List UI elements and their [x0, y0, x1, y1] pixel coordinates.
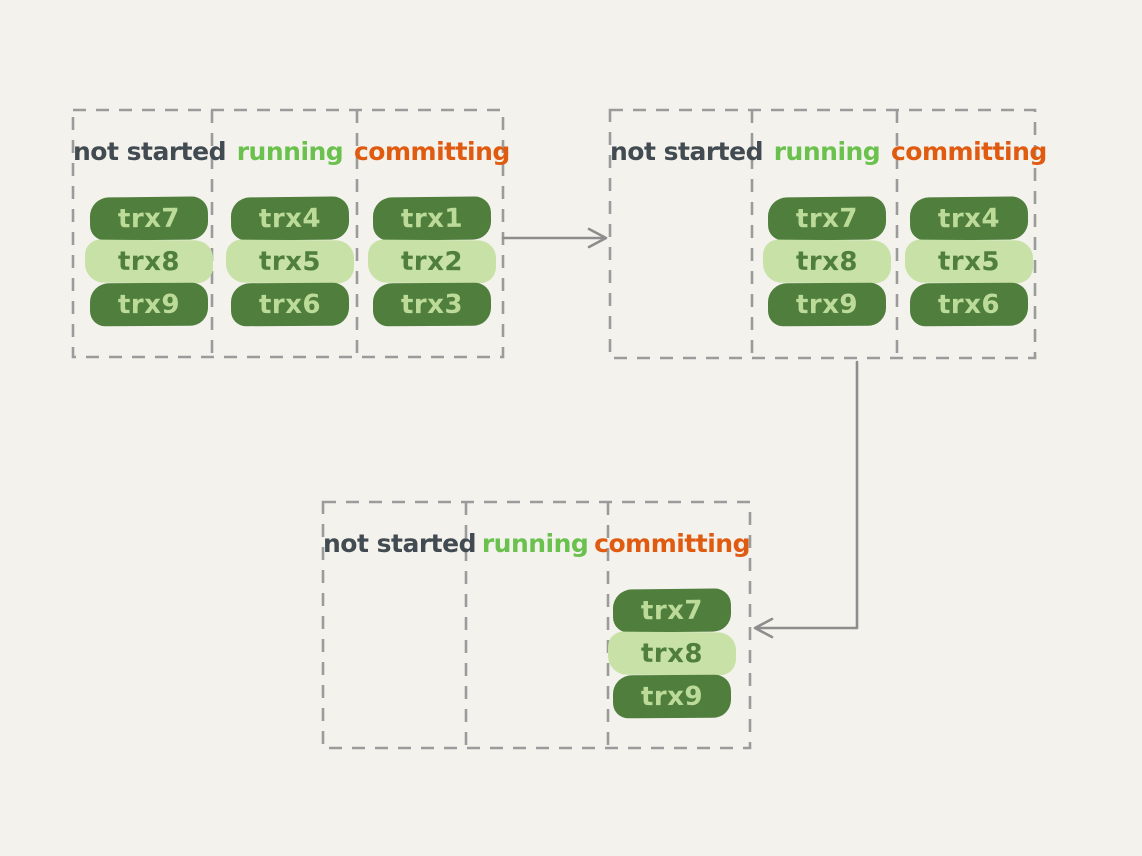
pill-stack: trx7 trx8 trx9	[762, 196, 892, 327]
transaction-pill: trx5	[225, 239, 355, 284]
pill-stack: trx4 trx5 trx6	[225, 196, 355, 327]
panel-1-frame	[71, 108, 505, 359]
column-committing: committing trx4 trx5 trx6	[891, 110, 1047, 358]
transaction-pill: trx7	[767, 196, 887, 241]
state-panel-2: not started running trx7 trx8 trx9 commi…	[610, 110, 1047, 358]
transaction-pill: trx2	[367, 239, 497, 284]
transaction-pill: trx7	[612, 588, 732, 633]
transaction-pill: trx7	[90, 196, 209, 241]
column-label-not-started: not started	[73, 137, 226, 166]
pill-stack: trx1 trx2 trx3	[367, 196, 497, 327]
state-panel-3: not started running committing trx7 trx8…	[323, 502, 750, 748]
column-running: running trx4 trx5 trx6	[225, 110, 355, 357]
transaction-pill: trx9	[767, 282, 887, 327]
transaction-pill: trx3	[372, 282, 491, 327]
state-panel-1: not started trx7 trx8 trx9 running trx4 …	[73, 110, 510, 357]
pill-stack: trx4 trx5 trx6	[904, 196, 1034, 327]
transaction-pill: trx6	[230, 282, 350, 327]
column-label-running: running	[773, 137, 881, 166]
transaction-pill: trx8	[607, 631, 737, 676]
column-label-running: running	[481, 529, 589, 558]
column-running: running	[476, 502, 594, 748]
column-not-started: not started trx7 trx8 trx9	[73, 110, 226, 357]
transaction-pill: trx4	[230, 196, 350, 241]
column-label-committing: committing	[353, 137, 510, 166]
column-not-started: not started	[323, 502, 476, 748]
transaction-pill: trx9	[612, 674, 732, 719]
column-label-not-started: not started	[323, 529, 476, 558]
pill-stack: trx7 trx8 trx9	[85, 196, 214, 327]
column-label-not-started: not started	[610, 137, 763, 166]
arrow-panel2-to-panel3	[753, 360, 859, 639]
column-label-running: running	[236, 137, 344, 166]
transaction-pill: trx4	[909, 196, 1029, 241]
column-label-committing: committing	[890, 137, 1047, 166]
transaction-pill: trx8	[85, 239, 214, 284]
column-not-started: not started	[610, 110, 763, 358]
column-running: running trx7 trx8 trx9	[762, 110, 892, 358]
transaction-pill: trx8	[762, 239, 892, 284]
panel-2-frame	[608, 108, 1037, 360]
transaction-pill: trx5	[904, 239, 1034, 284]
panel-3-frame	[321, 500, 752, 750]
column-committing: committing trx7 trx8 trx9	[594, 502, 750, 748]
pill-stack: trx7 trx8 trx9	[607, 588, 737, 719]
transaction-pill: trx9	[90, 282, 209, 327]
transaction-pill: trx1	[372, 196, 492, 241]
transaction-pill: trx6	[909, 282, 1028, 327]
arrow-panel1-to-panel2	[501, 227, 608, 249]
column-label-committing: committing	[594, 529, 750, 558]
column-committing: committing trx1 trx2 trx3	[354, 110, 510, 357]
